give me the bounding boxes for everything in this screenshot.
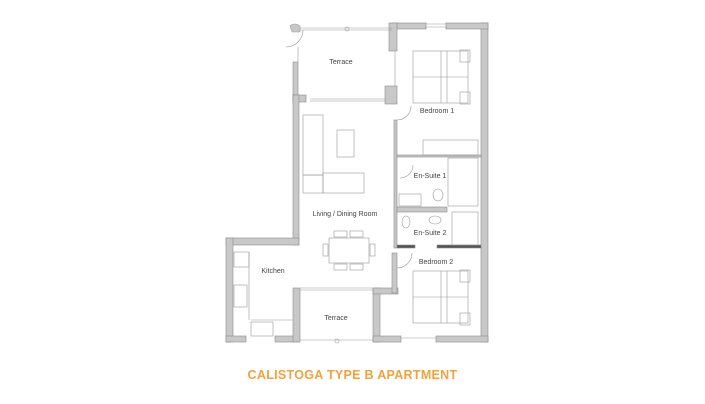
label-kitchen: Kitchen bbox=[261, 268, 284, 275]
plan-title: CALISTOGA TYPE B APARTMENT bbox=[247, 368, 458, 382]
walls bbox=[225, 22, 489, 343]
label-terrace-top: Terrace bbox=[329, 59, 352, 66]
label-terrace-bottom: Terrace bbox=[324, 315, 347, 322]
label-bedroom-1: Bedroom 1 bbox=[420, 108, 454, 115]
label-ensuite-2: En-Suite 2 bbox=[414, 230, 447, 237]
room-labels: Terrace Bedroom 1 En-Suite 1 Living / Di… bbox=[261, 59, 454, 322]
label-ensuite-1: En-Suite 1 bbox=[414, 173, 447, 180]
label-bedroom-2: Bedroom 2 bbox=[419, 259, 453, 266]
fixtures bbox=[233, 23, 479, 344]
label-living-dining: Living / Dining Room bbox=[313, 211, 378, 218]
